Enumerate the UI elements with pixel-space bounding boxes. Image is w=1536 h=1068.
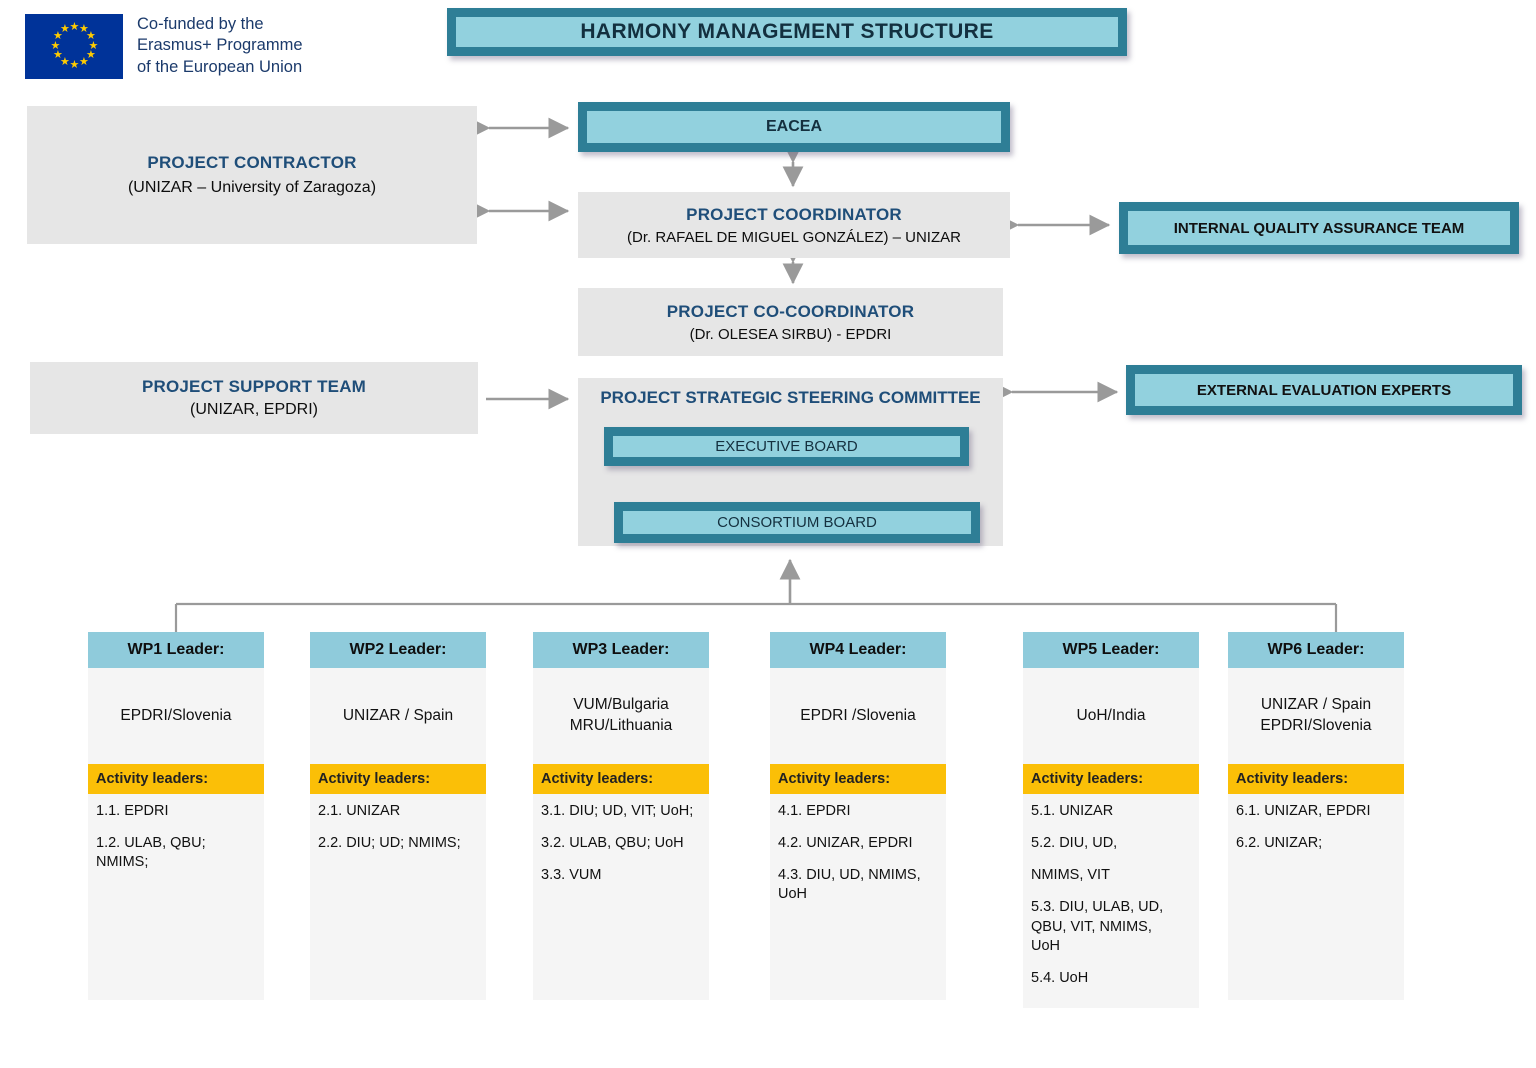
eu-star-icon: ★ [79, 55, 89, 68]
wp-leader-6: UNIZAR / Spain EPDRI/Slovenia [1260, 696, 1372, 734]
activity-item: 6.2. UNIZAR; [1236, 835, 1323, 852]
wp-leader-5: UoH/India [1076, 706, 1146, 724]
eu-star-icon: ★ [88, 39, 99, 52]
activity-item: 5.4. UoH [1031, 969, 1089, 986]
eu-funding-text: Co-funded by the Erasmus+ Programme of t… [137, 15, 303, 76]
activity-item: 3.3. VUM [541, 867, 602, 884]
internal-quality-assurance-label: INTERNAL QUALITY ASSURANCE TEAM [1128, 211, 1510, 245]
eu-star-icon: ★ [85, 49, 96, 61]
wp-leader-3: VUM/Bulgaria MRU/Lithuania [569, 696, 673, 734]
activity-item: 1.1. EPDRI [96, 803, 169, 819]
activity-list-4: 4.1. EPDRI 4.2. UNIZAR, EPDRI 4.3. DIU, UD… [770, 794, 946, 928]
wp-leader-2: UNIZAR / Spain [342, 706, 454, 724]
project-coordinator-subtitle: (Dr. RAFAEL DE MIGUEL GONZÁLEZ) – UNIZAR [627, 228, 961, 246]
eu-flag-icon: ★★★★★★★★★★★★ [25, 13, 123, 79]
wp-leader-1: EPDRI/Slovenia [120, 706, 232, 724]
erasmus-eu-logo: ★★★★★★★★★★★★ Co-funded by the Erasmus+ P… [25, 10, 410, 82]
steering-committee-title: PROJECT STRATEGIC STEERING COMMITTEE [600, 388, 981, 407]
wp-header-4: WP4 Leader: [770, 632, 946, 668]
activity-item: 5.3. DIU, ULAB, UD, QBU, VIT, NMIMS, UoH [1031, 899, 1164, 954]
executive-board-label: EXECUTIVE BOARD [613, 436, 960, 457]
activity-list-3: 3.1. DIU; UD, VIT; UoH; 3.2. ULAB, QBU; U… [533, 794, 709, 908]
eu-star-icon: ★ [60, 55, 70, 68]
project-coordinator-title: PROJECT COORDINATOR [686, 204, 902, 224]
activity-item: 3.1. DIU; UD, VIT; UoH; [541, 803, 694, 819]
activity-leaders-bar-2: Activity leaders: [310, 764, 486, 794]
internal-quality-assurance-box: INTERNAL QUALITY ASSURANCE TEAM [1119, 202, 1519, 254]
wp-header-2: WP2 Leader: [310, 632, 486, 668]
activity-list-6: 6.1. UNIZAR, EPDRI 6.2. UNIZAR; [1228, 794, 1404, 876]
project-support-team-subtitle: (UNIZAR, EPDRI) [190, 401, 318, 418]
eu-star-icon: ★ [60, 23, 70, 36]
activity-leaders-bar-3: Activity leaders: [533, 764, 709, 794]
eu-star-icon: ★ [69, 20, 80, 33]
consortium-board-label: CONSORTIUM BOARD [623, 511, 971, 534]
activity-list-1: 1.1. EPDRI 1.2. ULAB, QBU; NMIMS; [88, 794, 264, 895]
activity-item: NMIMS, VIT [1031, 867, 1110, 884]
activity-leaders-bar-1: Activity leaders: [88, 764, 264, 794]
page-title: HARMONY MANAGEMENT STRUCTURE [447, 8, 1127, 56]
activity-item: 5.1. UNIZAR [1031, 803, 1114, 819]
activity-item: 4.2. UNIZAR, EPDRI [778, 835, 913, 852]
activity-list-2: 2.1. UNIZAR 2.2. DIU; UD; NMIMS; [310, 794, 486, 876]
eu-star-icon: ★ [53, 49, 63, 61]
project-contractor-subtitle: (UNIZAR – University of Zaragoza) [127, 179, 377, 196]
page-title-label: HARMONY MANAGEMENT STRUCTURE [456, 17, 1118, 47]
activity-leaders-bar-6: Activity leaders: [1228, 764, 1404, 794]
eu-star-icon: ★ [53, 30, 63, 42]
project-support-team-box: PROJECT SUPPORT TEAM (UNIZAR, EPDRI) [30, 362, 478, 434]
eacea-box: EACEA [578, 102, 1010, 152]
project-coordinator-box: PROJECT COORDINATOR (Dr. RAFAEL DE MIGUE… [578, 192, 1010, 258]
wp-leader-4: EPDRI /Slovenia [800, 706, 916, 724]
eu-star-icon: ★ [85, 30, 96, 42]
activity-leaders-bar-4: Activity leaders: [770, 764, 946, 794]
activity-item: 2.1. UNIZAR [318, 803, 401, 819]
eu-star-icon: ★ [69, 58, 80, 71]
wp-header-5: WP5 Leader: [1023, 632, 1199, 668]
project-cocoordinator-box: PROJECT CO-COORDINATOR (Dr. OLESEA SIRBU… [578, 288, 1003, 356]
eu-star-icon: ★ [79, 23, 89, 36]
project-cocoordinator-subtitle: (Dr. OLESEA SIRBU) - EPDRI [689, 325, 892, 343]
wp-header-1: WP1 Leader: [88, 632, 264, 668]
activity-item: 5.2. DIU, UD, [1031, 835, 1118, 852]
project-contractor-box: PROJECT CONTRACTOR (UNIZAR – University … [27, 106, 477, 244]
activity-item: 1.2. ULAB, QBU; NMIMS; [96, 835, 206, 871]
project-contractor-title: PROJECT CONTRACTOR [147, 153, 357, 172]
activity-item: 4.3. DIU, UD, NMIMS, UoH [778, 867, 921, 903]
external-evaluation-experts-label: EXTERNAL EVALUATION EXPERTS [1135, 374, 1513, 406]
eu-star-icon: ★ [50, 39, 61, 52]
activity-item: 2.2. DIU; UD; NMIMS; [318, 835, 461, 852]
activity-list-5: 5.1. UNIZAR 5.2. DIU, UD, NMIMS, VIT 5.3. D… [1023, 794, 1199, 1011]
wp-header-6: WP6 Leader: [1228, 632, 1404, 668]
activity-item: 3.2. ULAB, QBU; UoH [541, 835, 684, 852]
project-cocoordinator-title: PROJECT CO-COORDINATOR [666, 301, 915, 321]
consortium-board-box: CONSORTIUM BOARD [614, 502, 980, 543]
project-support-team-title: PROJECT SUPPORT TEAM [141, 377, 367, 396]
external-evaluation-experts-box: EXTERNAL EVALUATION EXPERTS [1126, 365, 1522, 415]
wp-column-6: WP6 Leader: UNIZAR / Spain EPDRI/Slovenia… [1228, 632, 1404, 1000]
activity-item: 6.1. UNIZAR, EPDRI [1236, 803, 1371, 819]
wp-header-3: WP3 Leader: [533, 632, 709, 668]
executive-board-box: EXECUTIVE BOARD [604, 427, 969, 466]
activity-leaders-bar-5: Activity leaders: [1023, 764, 1199, 794]
activity-item: 4.1. EPDRI [778, 803, 851, 819]
eacea-label: EACEA [587, 111, 1001, 143]
